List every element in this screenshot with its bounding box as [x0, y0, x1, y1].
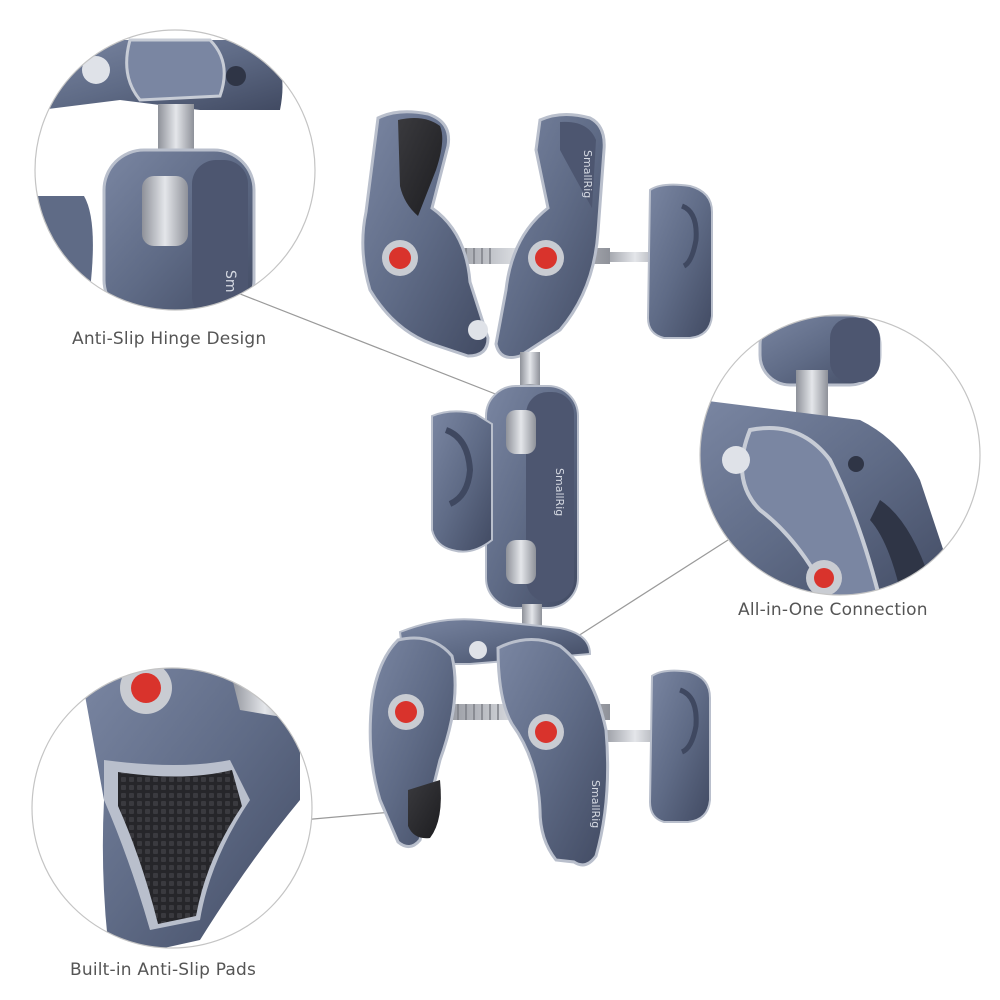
svg-text:SmallRig: SmallRig [589, 780, 602, 828]
feature-label-hinge: Anti-Slip Hinge Design [72, 329, 267, 349]
callout-border [31, 667, 313, 949]
svg-text:Sm: Sm [222, 270, 238, 293]
feature-label-connection: All-in-One Connection [738, 600, 928, 620]
svg-text:SmallRig: SmallRig [581, 150, 594, 198]
callout-hinge-detail: Sm [34, 29, 316, 311]
leader-line-connection [577, 539, 729, 637]
feature-label-pads: Built-in Anti-Slip Pads [70, 960, 257, 980]
top-super-clamp: SmallRig [361, 110, 713, 400]
leader-line-pads [301, 811, 393, 821]
callout-border [34, 29, 316, 311]
callout-border [699, 314, 981, 596]
leader-lines [229, 289, 729, 821]
callout-pads-detail [31, 667, 313, 949]
callout-connection-detail [699, 314, 981, 596]
bottom-super-clamp: SmallRig [368, 618, 711, 867]
leader-line-hinge [229, 289, 499, 396]
magic-arm: SmallRig [431, 385, 579, 634]
svg-text:SmallRig: SmallRig [553, 468, 566, 516]
